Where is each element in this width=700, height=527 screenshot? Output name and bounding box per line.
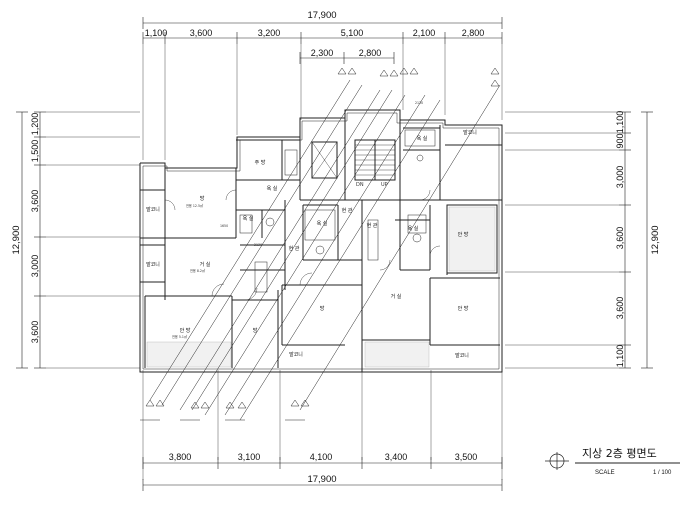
room-living-left: 거 실 (200, 261, 211, 268)
top-dim-1: 1,100 (145, 28, 168, 38)
fixtures (239, 129, 436, 293)
building-walls (139, 109, 503, 373)
section-markers (140, 67, 500, 421)
room-entry-1: 현 관 (289, 245, 300, 252)
top-dim-5: 2,100 (413, 28, 436, 38)
right-dim-5: 3,600 (615, 297, 625, 320)
left-dim-3: 3,600 (30, 190, 40, 213)
bottom-dim-4: 3,400 (385, 452, 408, 462)
room-labels: 주 방 욕 실 욕 실 욕 실 욕 실 방 거 실 안 방 방 발코니 발코니 … (146, 101, 477, 359)
bottom-dim-5: 3,500 (455, 452, 478, 462)
small-dim-top: 2130 (415, 101, 423, 105)
room-bath-3: 욕 실 (317, 220, 328, 227)
balcony-left-top: 발코니 (146, 206, 160, 213)
right-dim-3: 3,000 (615, 166, 625, 189)
room-right: 안 방 (458, 305, 469, 312)
room-entry-3: 현 관 (367, 222, 378, 229)
right-dim-6: 1,100 (615, 345, 625, 368)
balcony-center: 발코니 (289, 351, 303, 358)
right-total-dim: 12,900 (650, 225, 661, 254)
balcony-right-top: 발코니 (463, 129, 477, 136)
bottom-total-dim: 17,900 (307, 474, 336, 485)
section-lines (149, 79, 501, 421)
top-total-dim: 17,900 (307, 10, 336, 21)
room-left: 방 (200, 195, 205, 202)
balcony-right-bottom: 발코니 (455, 352, 469, 359)
top-dimension-lines (142, 17, 503, 160)
left-dim-1: 1,200 (30, 113, 40, 136)
area-label-3: 전용 5.1㎡ (172, 334, 188, 339)
right-dim-4: 3,600 (615, 227, 625, 250)
bottom-dimension-lines (142, 370, 503, 491)
left-total-dim: 12,900 (11, 225, 22, 254)
dimension-text: 17,900 1,100 3,600 3,200 5,100 2,100 2,8… (11, 10, 661, 485)
top-dim-4: 5,100 (341, 28, 364, 38)
room-bath-1: 욕 실 (267, 185, 278, 192)
top-dim-6: 2,800 (462, 28, 485, 38)
room-bath-2: 욕 실 (243, 215, 254, 222)
room-master-right: 안 방 (458, 231, 469, 238)
side-tag-b: 2130 (254, 243, 262, 247)
room-master-left: 안 방 (180, 327, 191, 334)
room-elev: 욕 실 (408, 225, 419, 232)
room-bath-top: 욕 실 (417, 135, 428, 142)
room-center: 방 (320, 305, 325, 312)
top-inner-dim-1: 2,300 (311, 48, 334, 58)
left-dimension-lines (16, 111, 140, 369)
scale-label: SCALE (595, 470, 615, 476)
left-dim-2: 1,500 (30, 140, 40, 163)
left-dim-4: 3,000 (30, 255, 40, 278)
top-dim-2: 3,600 (190, 28, 213, 38)
area-label-1: 전용 12.5㎡ (186, 203, 204, 208)
room-kitchen: 주 방 (255, 159, 266, 166)
stair-dn: DN (356, 182, 364, 188)
bottom-dim-3: 4,100 (310, 452, 333, 462)
scale-value: 1 / 100 (653, 470, 672, 476)
area-label-2: 전용 8.2㎡ (190, 268, 206, 273)
top-inner-dim-2: 2,800 (359, 48, 382, 58)
room-bottom-left: 방 (253, 327, 258, 334)
right-dim-2: 900 (615, 133, 625, 148)
left-dim-5: 3,600 (30, 321, 40, 344)
balcony-left-mid: 발코니 (146, 261, 160, 268)
title-symbol (545, 452, 680, 470)
stair-up: UP (381, 182, 388, 188)
room-entry-2: 현 관 (342, 207, 353, 214)
bottom-dim-1: 3,800 (169, 452, 192, 462)
plan-title: 지상 2층 평면도 (582, 447, 657, 460)
room-living-right: 거 실 (391, 293, 402, 300)
right-dimension-lines (505, 111, 653, 369)
right-dim-1: 1,100 (615, 111, 625, 134)
bottom-dim-2: 3,100 (238, 452, 261, 462)
balcony-hatch (146, 206, 496, 368)
side-tag-a: 1650 (220, 224, 228, 228)
top-dim-3: 3,200 (258, 28, 281, 38)
